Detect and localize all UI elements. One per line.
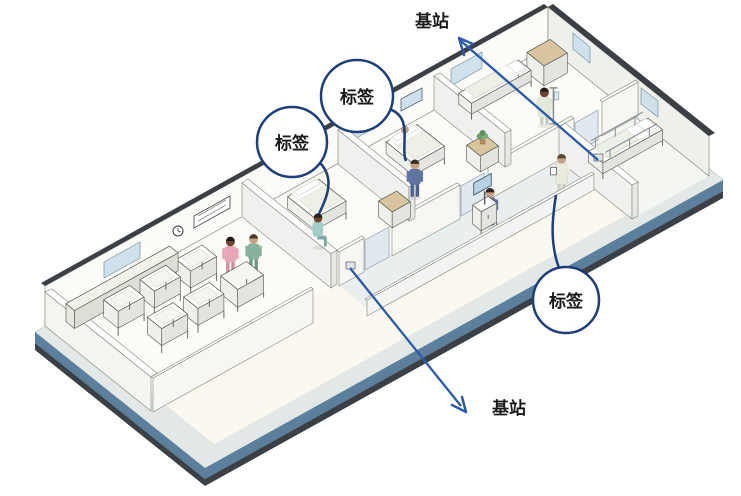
bedside-cabinet bbox=[378, 190, 411, 229]
tag-label-2: 标签 bbox=[275, 133, 310, 154]
corridor-front-wall bbox=[364, 171, 595, 317]
annotations: 基站 基站 标签 标签 标签 bbox=[255, 11, 604, 419]
changing-table bbox=[220, 261, 265, 312]
window bbox=[103, 241, 141, 279]
nurse-figure bbox=[406, 159, 424, 201]
furniture-layer bbox=[65, 39, 663, 354]
window bbox=[572, 32, 591, 64]
wall-monitor bbox=[400, 87, 423, 112]
supply-cabinet bbox=[526, 39, 568, 87]
parent-figure bbox=[312, 213, 327, 250]
base-station-label-top: 基站 bbox=[414, 11, 449, 32]
patient-bed bbox=[287, 178, 347, 237]
patient-bed bbox=[458, 59, 532, 120]
workstation-cart bbox=[472, 172, 498, 235]
base-station-label-bottom: 基站 bbox=[491, 398, 526, 419]
tag-callout-2: 标签 bbox=[255, 105, 330, 215]
wall-sign bbox=[193, 195, 231, 229]
window bbox=[450, 51, 483, 87]
bassinet bbox=[146, 302, 189, 354]
base-station-annotation-bottom: 基站 bbox=[345, 261, 526, 419]
tag-label-3: 标签 bbox=[549, 291, 584, 312]
tag-callout-3: 标签 bbox=[531, 194, 601, 335]
bassinet bbox=[103, 285, 145, 336]
bassinet bbox=[175, 244, 218, 296]
bassinet bbox=[183, 282, 225, 333]
tag-label-1: 标签 bbox=[340, 87, 375, 108]
bedside-cabinet bbox=[466, 130, 499, 173]
bassinet bbox=[139, 264, 181, 316]
tag-callout-1: 标签 bbox=[319, 58, 408, 162]
window bbox=[640, 87, 659, 118]
door bbox=[364, 226, 390, 271]
base-station-annotation-top: 基站 bbox=[414, 11, 604, 162]
